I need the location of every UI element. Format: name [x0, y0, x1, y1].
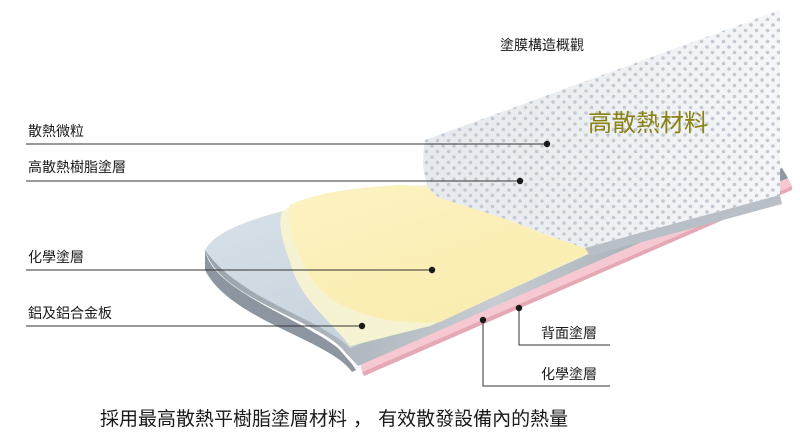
pointer-dot-back-coating: [515, 304, 523, 312]
resin-coating-layer: [289, 162, 782, 323]
aluminum-plate-bottom-edge: [205, 250, 356, 372]
label-particles: 散熱微粒: [28, 124, 84, 140]
pointer-dot-resin: [516, 177, 524, 185]
diagram-heading: 塗膜構造概觀: [500, 38, 584, 54]
leader-line-chemical-bottom: [482, 320, 610, 387]
dotted-particle-pattern: [423, 10, 780, 248]
caption: 採用最高散熱平樹脂塗層材料 ， 有效散發設備內的熱量: [100, 408, 569, 430]
label-chemical-coating-bottom: 化學塗層: [541, 367, 597, 383]
label-aluminum-plate: 鋁及鋁合金板: [28, 306, 112, 322]
leader-line-back-coating: [518, 308, 610, 346]
label-resin-coating: 高散熱樹脂塗層: [28, 160, 126, 176]
back-coating-edge: [362, 186, 792, 376]
label-back-coating: 背面塗層: [541, 326, 597, 342]
pointer-dot-chemical-bottom: [479, 316, 487, 324]
highlight-title: 高散熱材料: [588, 109, 708, 137]
pointer-dot-aluminum: [358, 322, 366, 330]
label-chemical-coating-top: 化學塗層: [28, 250, 84, 266]
dotted-layer-edge: [585, 195, 782, 256]
pointer-dot-chemical-top: [428, 266, 436, 274]
pointer-dot-particles: [543, 140, 551, 148]
